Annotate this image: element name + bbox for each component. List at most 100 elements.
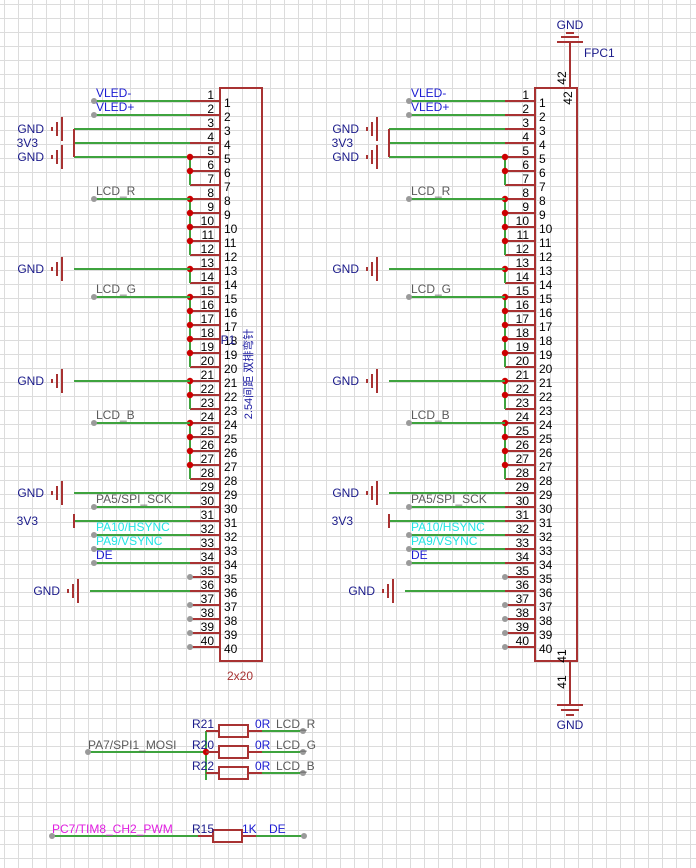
left-pin-30-number: 30 xyxy=(201,494,215,508)
resistor-R22-body[interactable] xyxy=(218,766,249,780)
right-junction-11[interactable] xyxy=(501,237,509,245)
left-junction-27[interactable] xyxy=(186,461,194,469)
left-ground-symbol-pin13[interactable] xyxy=(51,257,63,281)
left-endpoint-spi-sck[interactable] xyxy=(91,504,97,510)
resistor-R20-endpoint[interactable] xyxy=(300,749,306,755)
left-pin-14-number: 14 xyxy=(201,270,215,284)
left-junction-10[interactable] xyxy=(186,223,194,231)
left-junction-11[interactable] xyxy=(186,237,194,245)
left-endpoint-de[interactable] xyxy=(91,560,97,566)
left-junction-26[interactable] xyxy=(186,447,194,455)
left-junction-6[interactable] xyxy=(186,167,194,175)
right-pin-36-label: 36 xyxy=(539,586,553,600)
right-ground-symbol-pin29[interactable] xyxy=(366,481,378,505)
left-pin-30-label: 30 xyxy=(224,502,238,516)
resistor-R20-body[interactable] xyxy=(218,745,249,759)
right-endpoint-vled-minus[interactable] xyxy=(406,98,412,104)
left-junction-19[interactable] xyxy=(186,349,194,357)
connector-fpc1-group: 1122334455667788991010111112121313141415… xyxy=(332,18,615,732)
right-endpoint-vsync[interactable] xyxy=(406,546,412,552)
right-junction-9[interactable] xyxy=(501,209,509,217)
left-junction-18[interactable] xyxy=(186,335,194,343)
right-connector-body[interactable] xyxy=(534,87,578,662)
right-junction-19[interactable] xyxy=(501,349,509,357)
left-net-label-lcd-g: LCD_G xyxy=(96,282,136,296)
right-junction-6[interactable] xyxy=(501,167,509,175)
resistor-R21-body[interactable] xyxy=(218,724,249,738)
right-junction-17[interactable] xyxy=(501,321,509,329)
right-junction-16[interactable] xyxy=(501,307,509,315)
right-endpoint-lcd-g[interactable] xyxy=(406,294,412,300)
left-ground-symbol-pin36[interactable] xyxy=(67,579,79,603)
left-junction-17[interactable] xyxy=(186,321,194,329)
right-junction-5[interactable] xyxy=(501,153,509,161)
right-nc-pin-39[interactable] xyxy=(502,630,508,636)
right-pin-23-number: 23 xyxy=(516,396,530,410)
right-ground-symbol-pin13[interactable] xyxy=(366,257,378,281)
left-junction-5[interactable] xyxy=(186,153,194,161)
left-endpoint-vsync[interactable] xyxy=(91,546,97,552)
left-power-label-gnd: GND xyxy=(17,374,44,388)
left-nc-pin-39[interactable] xyxy=(187,630,193,636)
endpoint-mosi[interactable] xyxy=(85,749,91,755)
left-connector-body[interactable] xyxy=(219,87,263,662)
left-junction-22[interactable] xyxy=(186,391,194,399)
right-net-label-de: DE xyxy=(411,548,428,562)
endpoint-pwm[interactable] xyxy=(49,833,55,839)
right-ground-symbol-pin36[interactable] xyxy=(382,579,394,603)
left-endpoint-lcd-r[interactable] xyxy=(91,196,97,202)
right-pin-32-label: 32 xyxy=(539,530,553,544)
right-pin-1-label: 1 xyxy=(539,96,546,110)
right-nc-pin-40[interactable] xyxy=(502,644,508,650)
right-ground-symbol-pin21[interactable] xyxy=(366,369,378,393)
left-pin-27-number: 27 xyxy=(201,452,215,466)
right-nc-pin-38[interactable] xyxy=(502,616,508,622)
left-pin-39-label: 39 xyxy=(224,628,238,642)
left-nc-pin-35[interactable] xyxy=(187,574,193,580)
resistor-R22-endpoint[interactable] xyxy=(300,770,306,776)
right-pin-18-label: 18 xyxy=(539,334,553,348)
resistor-R21-endpoint[interactable] xyxy=(300,728,306,734)
right-pin-35-label: 35 xyxy=(539,572,553,586)
right-nc-pin-37[interactable] xyxy=(502,602,508,608)
left-nc-pin-40[interactable] xyxy=(187,644,193,650)
left-ground-symbol-pin5[interactable] xyxy=(51,145,63,169)
right-junction-25[interactable] xyxy=(501,433,509,441)
right-ground-symbol-pin3[interactable] xyxy=(366,117,378,141)
right-junction-26[interactable] xyxy=(501,447,509,455)
left-ground-symbol-pin29[interactable] xyxy=(51,481,63,505)
left-nc-pin-38[interactable] xyxy=(187,616,193,622)
left-ground-symbol-pin21[interactable] xyxy=(51,369,63,393)
left-pin-40-label: 40 xyxy=(224,642,238,656)
right-ground-symbol-pin5[interactable] xyxy=(366,145,378,169)
right-endpoint-lcd-b[interactable] xyxy=(406,420,412,426)
right-endpoint-lcd-r[interactable] xyxy=(406,196,412,202)
right-endpoint-hsync[interactable] xyxy=(406,532,412,538)
right-endpoint-de[interactable] xyxy=(406,560,412,566)
resistor-R15-body[interactable] xyxy=(212,829,243,843)
right-endpoint-spi-sck[interactable] xyxy=(406,504,412,510)
right-junction-18[interactable] xyxy=(501,335,509,343)
left-junction-9[interactable] xyxy=(186,209,194,217)
left-endpoint-vled-minus[interactable] xyxy=(91,98,97,104)
left-pin-4-number: 4 xyxy=(207,130,214,144)
left-endpoint-hsync[interactable] xyxy=(91,532,97,538)
left-ground-symbol-pin3[interactable] xyxy=(51,117,63,141)
right-junction-10[interactable] xyxy=(501,223,509,231)
right-power-label-3v3: 3V3 xyxy=(332,514,354,528)
right-nc-pin-35[interactable] xyxy=(502,574,508,580)
right-pin-22-label: 22 xyxy=(539,390,553,404)
left-junction-16[interactable] xyxy=(186,307,194,315)
right-pin-33-number: 33 xyxy=(516,536,530,550)
left-pin-18-label: 18 xyxy=(224,334,238,348)
right-junction-27[interactable] xyxy=(501,461,509,469)
left-endpoint-lcd-b[interactable] xyxy=(91,420,97,426)
left-nc-pin-37[interactable] xyxy=(187,602,193,608)
resistor-R15-endpoint[interactable] xyxy=(301,833,307,839)
left-endpoint-vled-plus[interactable] xyxy=(91,112,97,118)
left-junction-25[interactable] xyxy=(186,433,194,441)
left-endpoint-lcd-g[interactable] xyxy=(91,294,97,300)
right-junction-22[interactable] xyxy=(501,391,509,399)
right-endpoint-vled-plus[interactable] xyxy=(406,112,412,118)
